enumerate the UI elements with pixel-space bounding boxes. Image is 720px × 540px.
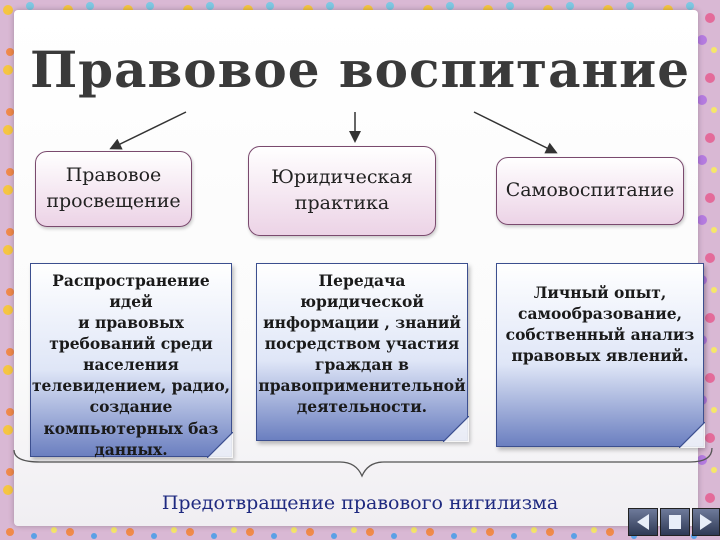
end-icon: [661, 509, 689, 535]
description-line: самообразование,: [497, 303, 703, 324]
heading-box-yuridicheskaya-praktika: Юридическая практика: [248, 146, 436, 236]
description-line: посредством участия: [257, 333, 467, 354]
end-button[interactable]: [692, 508, 720, 536]
heading-box-samovospitanie: Самовоспитание: [496, 157, 684, 225]
description-line: граждан в: [257, 354, 467, 375]
heading-line: просвещение: [46, 189, 180, 215]
heading-line: Правовое: [46, 163, 180, 189]
description-line: данных.: [31, 439, 231, 460]
description-line: юридической: [257, 291, 467, 312]
page-fold-icon: [679, 422, 705, 448]
description-line: населения: [31, 354, 231, 375]
description-line: правовых явлений.: [497, 345, 703, 366]
description-line: деятельности.: [257, 396, 467, 417]
description-line: правоприменительной: [257, 375, 467, 396]
description-box-3: Личный опыт, самообразование, собственны…: [496, 263, 704, 447]
description-line: компьютерных баз: [31, 418, 231, 439]
page-fold-icon: [207, 432, 233, 458]
description-line: собственный анализ: [497, 324, 703, 345]
next-arrow-icon: [693, 509, 719, 535]
heading-box-pravovoe-prosveshchenie: Правовое просвещение: [35, 151, 192, 227]
slide-title: Правовое воспитание: [0, 40, 720, 99]
prev-button[interactable]: [628, 508, 658, 536]
heading-line: Юридическая: [271, 165, 413, 191]
description-line: информации , знаний: [257, 312, 467, 333]
description-box-1: Распространение идей и правовых требован…: [30, 263, 232, 457]
page-fold-icon: [443, 416, 469, 442]
prev-arrow-icon: [629, 509, 657, 535]
description-line: требований среди: [31, 333, 231, 354]
description-line: и правовых: [31, 312, 231, 333]
description-line: Передача: [257, 270, 467, 291]
description-line: Распространение идей: [31, 270, 231, 312]
heading-line: практика: [271, 191, 413, 217]
description-line: Личный опыт,: [497, 282, 703, 303]
description-line: создание: [31, 396, 231, 417]
heading-line: Самовоспитание: [506, 178, 675, 204]
footer-text: Предотвращение правового нигилизма: [0, 492, 720, 514]
next-button[interactable]: [660, 508, 690, 536]
description-line: телевидением, радио,: [31, 375, 231, 396]
description-box-2: Передача юридической информации , знаний…: [256, 263, 468, 441]
